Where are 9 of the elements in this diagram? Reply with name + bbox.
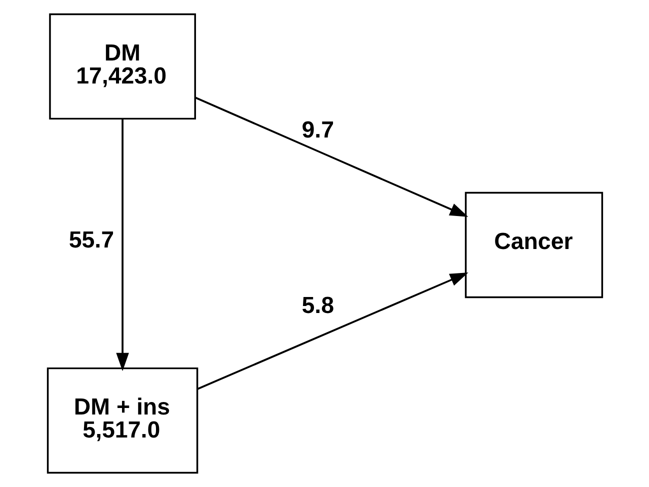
edge-label: 55.7 (68, 226, 114, 253)
node-box: DM 17,423.0 (48, 13, 196, 120)
arrow (196, 272, 468, 390)
edge-label: 9.7 (301, 116, 334, 142)
node-box: DM + ins 5,517.0 (46, 367, 198, 474)
node-box: Cancer (464, 192, 603, 298)
edge-label: 5.8 (301, 292, 334, 318)
arrow (116, 118, 128, 372)
arrow (194, 96, 468, 217)
